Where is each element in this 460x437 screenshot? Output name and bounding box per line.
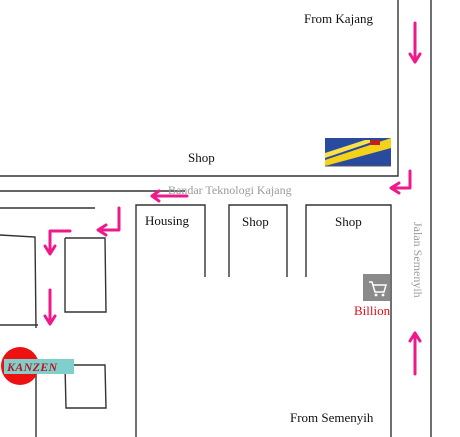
shop-label-mid: Shop — [242, 214, 269, 229]
road-lines — [0, 0, 432, 437]
kanzen-label: KANZEN — [7, 360, 58, 374]
bandar-teknologi-road-label: Bandar Teknologi Kajang — [168, 183, 292, 197]
shop-label-top: Shop — [188, 150, 215, 165]
arrow-icon — [96, 206, 121, 237]
housing-label: Housing — [145, 213, 190, 228]
jalan-semenyih-road-label: Jalan Semenyih — [411, 222, 425, 298]
shop-label-right: Shop — [335, 214, 362, 229]
arrow-icon — [408, 21, 422, 64]
billion-label: Billion — [354, 303, 391, 318]
upper-block-outline — [0, 0, 399, 177]
housing-block — [135, 204, 206, 437]
kanzen-logo — [1, 347, 74, 385]
arrow-icon — [150, 189, 189, 203]
shopping-cart-icon — [363, 274, 390, 301]
direction-arrows — [43, 21, 422, 376]
arrow-icon — [408, 331, 422, 376]
arrow-icon — [389, 169, 412, 195]
building-photo-icon — [325, 138, 391, 167]
arrow-icon — [43, 288, 57, 326]
shop-block-mid — [228, 204, 288, 277]
from-semenyih-label: From Semenyih — [290, 410, 374, 425]
from-kajang-label: From Kajang — [304, 11, 373, 26]
arrow-icon — [43, 229, 72, 256]
shop-block-right — [305, 204, 392, 437]
